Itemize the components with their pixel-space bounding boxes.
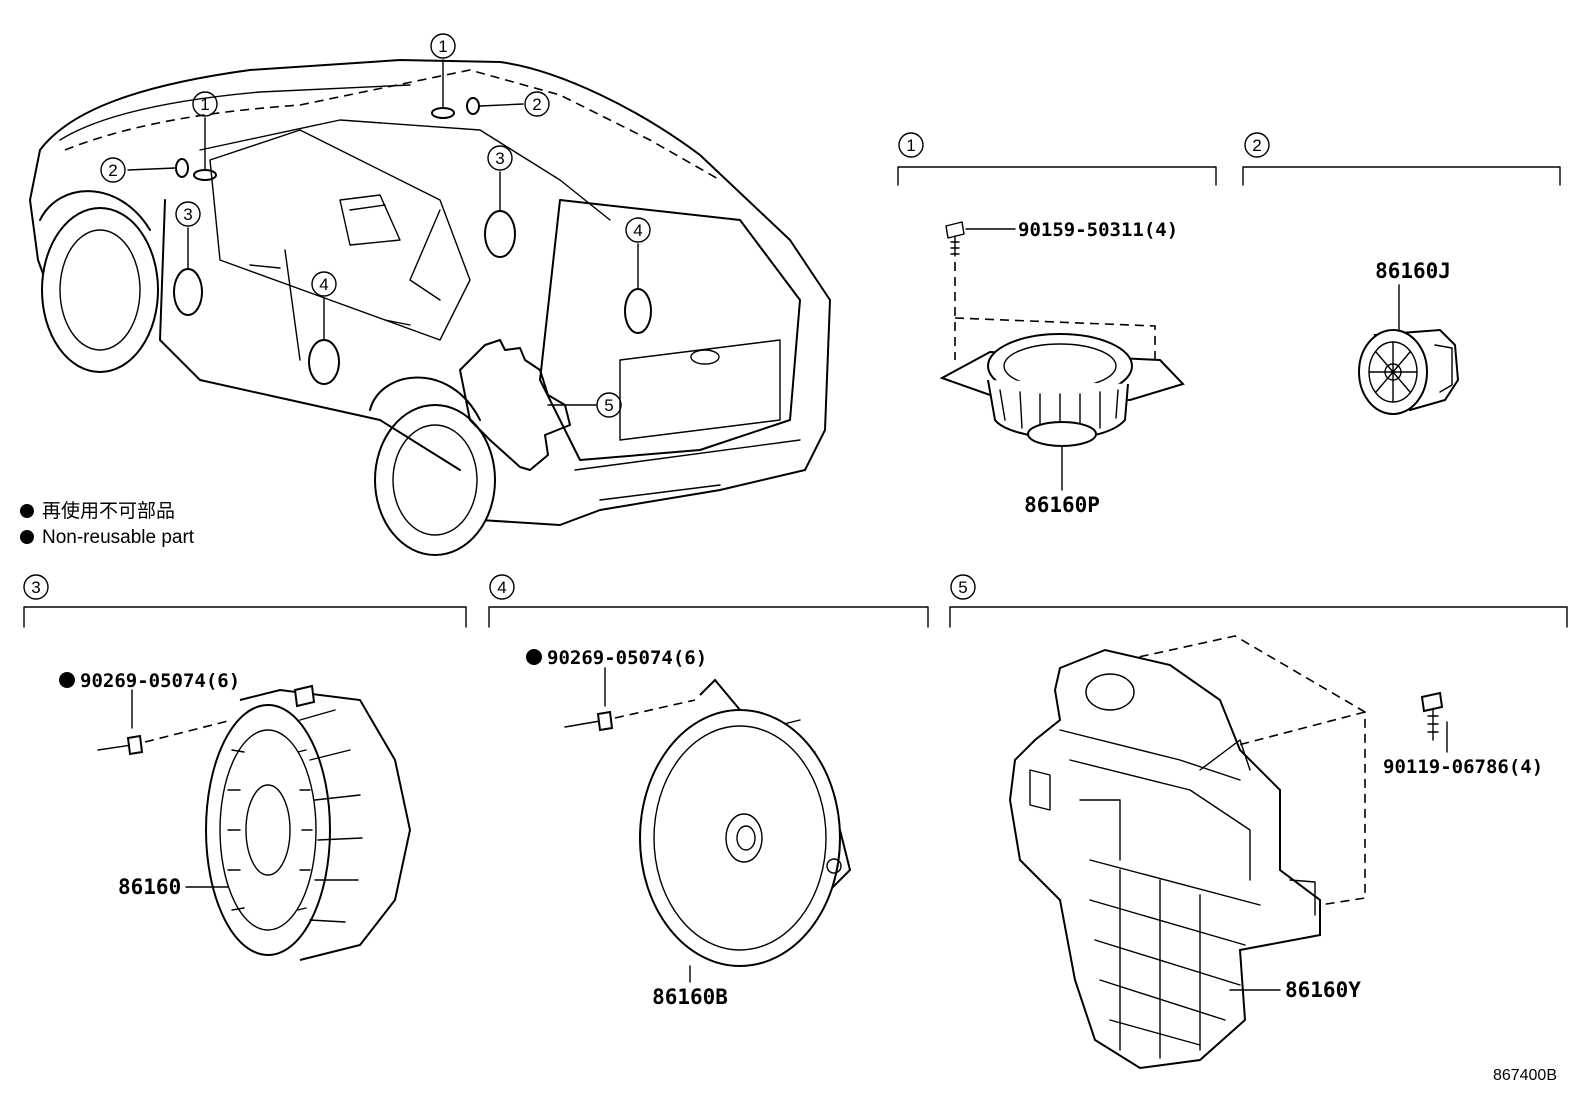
- callout-5: 5: [596, 392, 622, 418]
- legend-jp: 再使用不可部品: [42, 500, 175, 522]
- callout-3-right: 3: [487, 145, 513, 171]
- callout-1-roof: 1: [430, 33, 456, 59]
- legend-en: Non-reusable part: [42, 527, 195, 548]
- vehicle-speaker-2b: [466, 97, 480, 115]
- svg-text:4: 4: [497, 578, 506, 597]
- bolt-part-number: 90119-06786(4): [1383, 756, 1543, 778]
- screw-icon: [945, 221, 965, 257]
- non-reusable-dot-icon: [59, 672, 75, 688]
- non-reusable-dot-icon: [20, 504, 34, 518]
- non-reusable-dot-icon: [526, 649, 542, 665]
- section-2: 2 86160J: [1242, 132, 1561, 415]
- svg-text:2: 2: [532, 95, 541, 114]
- speaker-86160-label: 86160: [118, 875, 181, 899]
- svg-text:1: 1: [200, 95, 209, 114]
- rivet-part-number-4: 90269-05074(6): [547, 647, 707, 669]
- svg-text:2: 2: [1252, 136, 1261, 155]
- vehicle-speaker-1b: [431, 107, 455, 119]
- section-5: 5 90119-06786(4) 86160Y: [949, 574, 1568, 1070]
- screw-part-number: 90159-50311(4): [1018, 219, 1178, 241]
- subwoofer-86160Y-icon: [1008, 648, 1321, 1070]
- svg-text:5: 5: [604, 396, 613, 415]
- callout-1-left: 1: [192, 91, 218, 117]
- svg-text:4: 4: [633, 221, 642, 240]
- diagram-code: 867400B: [1493, 1067, 1557, 1084]
- speaker-86160P-icon: [939, 333, 1185, 447]
- callout-4-left: 4: [311, 271, 337, 297]
- speaker-86160B-label: 86160B: [652, 985, 728, 1009]
- callout-3-left: 3: [175, 201, 201, 227]
- rivet-part-number-3: 90269-05074(6): [80, 670, 240, 692]
- callout-2-left: 2: [100, 157, 126, 183]
- bolt-icon: [1420, 691, 1444, 741]
- vehicle-illustration: 2 1 3 1 2 3 4 4: [29, 33, 831, 556]
- rivet-icon: [97, 734, 144, 756]
- vehicle-speaker-4b: [624, 288, 652, 334]
- svg-text:2: 2: [108, 161, 117, 180]
- vehicle-speaker-4a: [308, 339, 340, 385]
- speaker-86160P-label: 86160P: [1024, 493, 1100, 517]
- section-4: 4 90269-05074(6) 86160B: [488, 574, 929, 1009]
- callout-2-roof: 2: [524, 91, 550, 117]
- svg-text:3: 3: [31, 578, 40, 597]
- speaker-86160J-label: 86160J: [1375, 259, 1451, 283]
- legend: 再使用不可部品 Non-reusable part: [20, 500, 195, 548]
- speaker-86160Y-label: 86160Y: [1285, 978, 1361, 1002]
- svg-text:3: 3: [183, 205, 192, 224]
- speaker-86160B-icon: [639, 678, 852, 967]
- svg-text:1: 1: [906, 136, 915, 155]
- callout-4-right: 4: [625, 217, 651, 243]
- section-3: 3 90269-05074(6) 86160: [23, 574, 467, 961]
- svg-text:1: 1: [438, 37, 447, 56]
- non-reusable-dot-icon: [20, 530, 34, 544]
- vehicle-speaker-3b: [484, 210, 516, 258]
- speaker-86160J-icon: [1358, 328, 1460, 415]
- svg-text:4: 4: [319, 275, 328, 294]
- speaker-86160-icon: [205, 684, 412, 961]
- svg-text:3: 3: [495, 149, 504, 168]
- vehicle-speaker-1a: [193, 169, 217, 181]
- vehicle-speaker-2a: [175, 158, 189, 178]
- svg-text:5: 5: [958, 578, 967, 597]
- section-1: 1 90159-50311(4) 86160P: [897, 132, 1217, 517]
- rivet-icon: [564, 710, 614, 732]
- vehicle-speaker-3a: [173, 268, 203, 316]
